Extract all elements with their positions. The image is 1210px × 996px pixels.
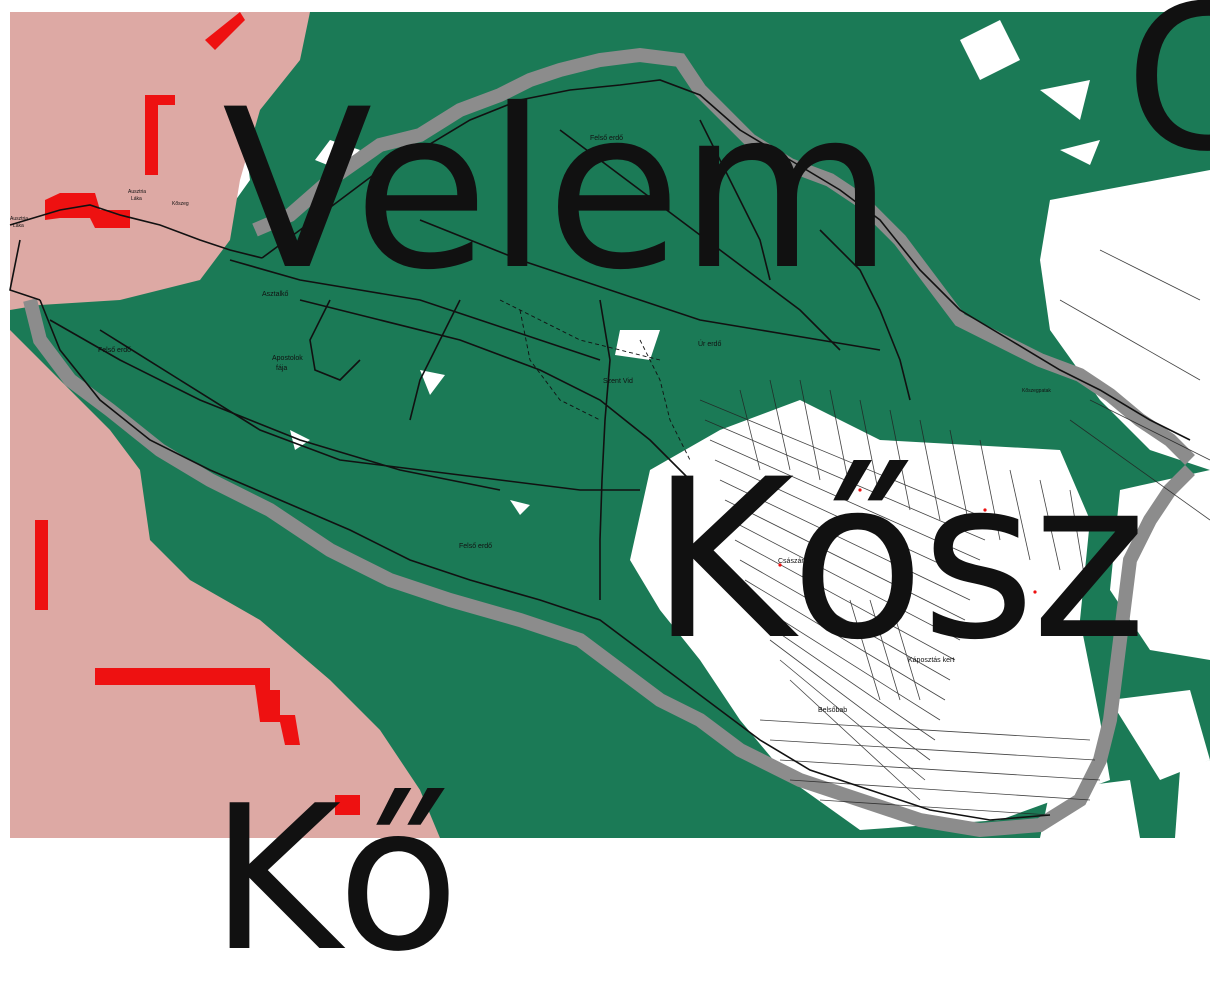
protected-strips: [35, 12, 360, 815]
label-belsobab: Belsőbab: [818, 707, 847, 714]
label-laka-left: Láka: [13, 223, 24, 229]
white-clearings: [290, 20, 1210, 838]
label-asztalko: Asztalkő: [262, 291, 289, 298]
boundary-lines: [9, 79, 1191, 821]
label-felso-erdo-left: Felső erdő: [98, 347, 131, 354]
label-corner-c: C: [1125, 0, 1210, 196]
label-ausztria-1: Ausztria: [128, 189, 146, 195]
label-ur-erdo: Úr erdő: [698, 339, 721, 348]
label-szent-vid: Szent Vid: [603, 378, 633, 385]
label-felso-erdo-bottom: Felső erdő: [459, 543, 492, 550]
label-laka-1: Láka: [131, 196, 142, 202]
label-kaposztas-kert: Káposztás kert: [908, 657, 954, 664]
label-ausztria-left: Ausztria: [10, 216, 28, 222]
label-bottom-k: Kő: [210, 763, 460, 996]
secondary-paths: [499, 299, 691, 461]
place-name-labels: Felső erdő Felső erdő Felső erdő Asztalk…: [10, 135, 1051, 714]
map-canvas[interactable]: Felső erdő Felső erdő Felső erdő Asztalk…: [0, 0, 1210, 838]
point-markers: [778, 478, 1037, 602]
buffer-zone-lower: [10, 330, 440, 838]
label-koszeg-small: Kőszeg: [172, 201, 189, 207]
label-apostolok: Apostolok: [272, 355, 303, 362]
cadastral-hatching: [699, 249, 1210, 816]
buffer-zone: [10, 12, 310, 310]
label-felso-erdo-top: Felső erdő: [590, 135, 623, 142]
label-faja: fája: [276, 365, 287, 372]
label-csaszar: Császár: [778, 558, 804, 565]
label-koszeg: Kősz: [650, 432, 1147, 688]
label-velem: Velem: [222, 62, 894, 318]
label-koszegpatak: Kőszegpatak: [1022, 388, 1051, 394]
